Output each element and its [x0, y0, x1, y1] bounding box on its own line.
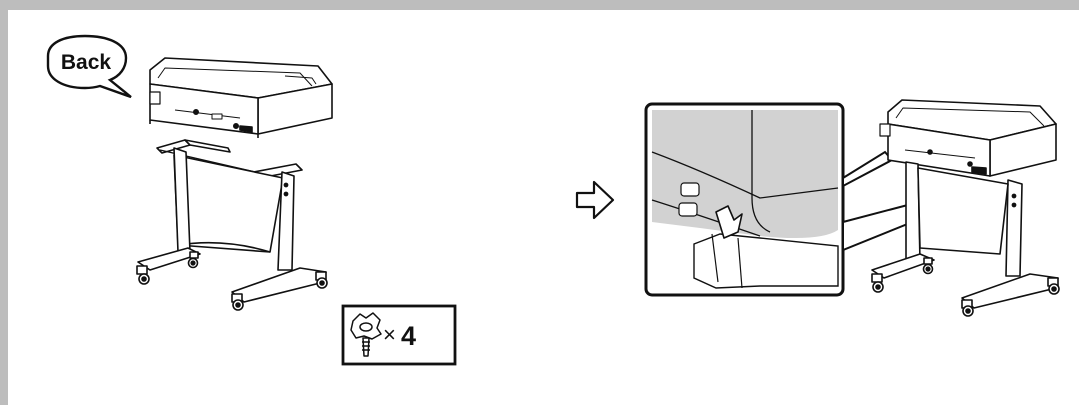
back-callout-bubble: Back [48, 36, 131, 97]
printer-body-left [150, 58, 332, 138]
zoom-detail-box [646, 104, 843, 295]
instruction-panel: Back [8, 10, 1079, 405]
back-callout-label: Back [61, 51, 112, 74]
stand-left [137, 140, 327, 310]
assembly-illustration: Back [8, 10, 1079, 405]
screw-count-badge: × 4 [343, 306, 455, 364]
next-step-arrow-icon [577, 182, 613, 218]
screw-count: 4 [401, 321, 416, 351]
multiplier-sign: × [383, 322, 396, 347]
